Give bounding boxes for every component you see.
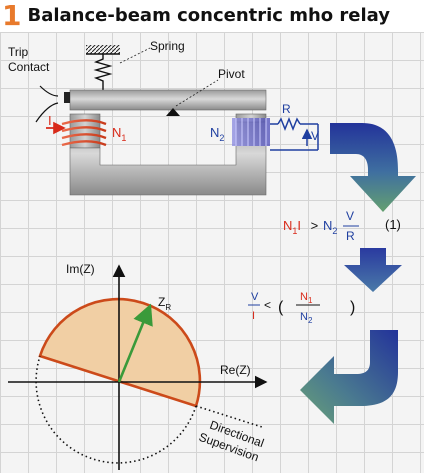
spring-label: Spring bbox=[150, 39, 185, 53]
eq2-frac1-num: V bbox=[251, 291, 259, 303]
flow-arrow-2-icon bbox=[344, 248, 402, 292]
directional-supervision-label: Directional Supervision bbox=[197, 418, 266, 465]
balance-beam bbox=[69, 89, 267, 111]
svg-text:N1I: N1I bbox=[283, 218, 301, 236]
spring-coil bbox=[93, 54, 113, 90]
svg-text:N2: N2 bbox=[323, 218, 337, 236]
eq2-frac1-den: I bbox=[252, 310, 255, 322]
eq1-number: (1) bbox=[385, 217, 401, 232]
svg-text:N1: N1 bbox=[300, 291, 313, 305]
relay-mechanism bbox=[35, 45, 319, 196]
figure-title: 1 Balance-beam concentric mho relay bbox=[2, 0, 424, 32]
flow-arrow-1-icon bbox=[330, 123, 416, 212]
voltage-circuit bbox=[270, 116, 319, 151]
figure-number: 1 bbox=[2, 0, 22, 32]
trip-label-line1: Trip bbox=[8, 45, 29, 59]
eq2-paren-close: ) bbox=[350, 299, 355, 316]
pivot-icon bbox=[166, 108, 180, 116]
equation-gt: > bbox=[307, 218, 322, 233]
flow-arrow-3-icon bbox=[300, 330, 398, 424]
eq2-lt: < bbox=[264, 298, 271, 312]
pivot-label: Pivot bbox=[218, 67, 245, 81]
spring-mount bbox=[86, 45, 120, 54]
equation-2: V I < ( N1 N2 ) R bbox=[248, 291, 355, 325]
n1-label: N1 bbox=[112, 125, 126, 143]
mho-region bbox=[38, 297, 202, 408]
eq1-frac-den: R bbox=[346, 229, 355, 243]
im-axis-label: Im(Z) bbox=[66, 262, 95, 276]
trip-contact-icon bbox=[35, 85, 70, 123]
current-label: I bbox=[48, 113, 52, 128]
impedance-plot bbox=[8, 264, 268, 470]
eq2-paren-open: ( bbox=[278, 299, 284, 316]
eq1-frac-num: V bbox=[346, 209, 354, 223]
coil-n1 bbox=[61, 119, 107, 147]
svg-text:N2: N2 bbox=[300, 311, 313, 325]
equation-1: N1I > N2 V R (1) bbox=[283, 209, 401, 243]
resistor-label: R bbox=[282, 102, 291, 116]
resistor-icon bbox=[277, 116, 301, 132]
coil-n2 bbox=[232, 118, 270, 146]
trip-label-line2: Contact bbox=[8, 60, 50, 74]
figure-title-text: Balance-beam concentric mho relay bbox=[27, 5, 391, 26]
zr-label: ZR bbox=[158, 295, 171, 312]
zr-arrow-icon bbox=[117, 303, 153, 383]
n2-label: N2 bbox=[210, 125, 224, 143]
re-axis-label: Re(Z) bbox=[220, 363, 251, 377]
voltage-label: V bbox=[311, 129, 319, 143]
